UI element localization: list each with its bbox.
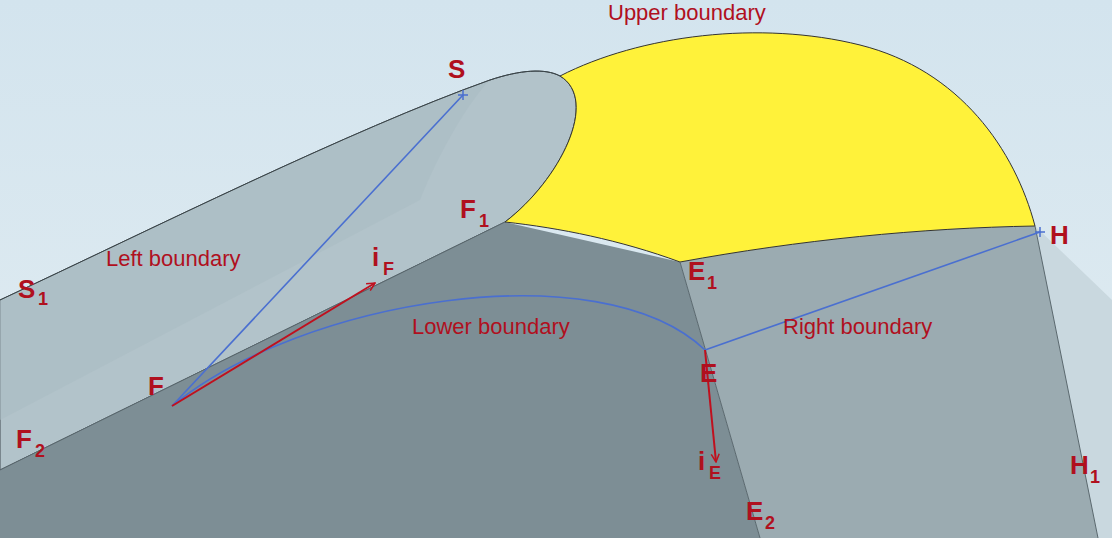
- direction-arrow: [172, 283, 375, 406]
- point-label: H: [1070, 452, 1089, 478]
- right-face: [680, 226, 1098, 538]
- boundary-line: [172, 296, 705, 406]
- boundary-label: Lower boundary: [412, 316, 570, 338]
- lower-face: [0, 222, 760, 538]
- vector-label: i: [372, 244, 379, 270]
- edge-line: [0, 71, 560, 300]
- vector-label: i: [698, 448, 705, 474]
- boundary-line: [705, 232, 1040, 350]
- point-label: F: [16, 426, 32, 452]
- point-label: F: [148, 373, 164, 399]
- point-label: H: [1050, 222, 1069, 248]
- subscript-label: 2: [765, 514, 775, 532]
- point-label: E: [700, 360, 717, 386]
- point-label: E: [746, 498, 763, 524]
- point-mark: [1035, 227, 1045, 237]
- point-mark: [458, 90, 468, 100]
- subscript-label: 1: [1090, 468, 1100, 486]
- subscript-label: E: [709, 464, 721, 482]
- edge-line: [1035, 226, 1098, 538]
- point-label: E: [688, 258, 705, 284]
- subscript-label: 1: [38, 290, 48, 308]
- point-label: F: [460, 196, 476, 222]
- point-label: S: [448, 56, 465, 82]
- subscript-label: 2: [35, 442, 45, 460]
- subscript-label: 1: [479, 212, 489, 230]
- boundary-label: Right boundary: [783, 316, 932, 338]
- subscript-label: 1: [707, 274, 717, 292]
- yellow-face: [505, 33, 1035, 262]
- subscript-label: F: [383, 260, 394, 278]
- edge-line: [680, 262, 760, 538]
- boundary-label: Upper boundary: [608, 2, 766, 24]
- edge-line: [0, 222, 505, 470]
- point-label: S: [18, 276, 35, 302]
- boundary-label: Left boundary: [106, 248, 241, 270]
